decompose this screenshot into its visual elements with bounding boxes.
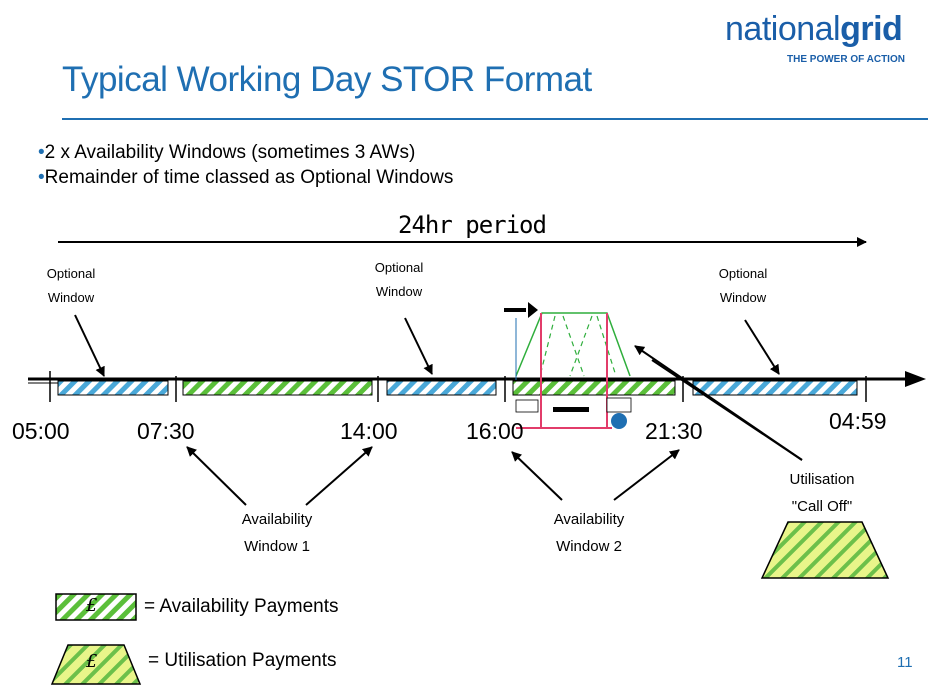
legend-utilisation-pound-symbol: £	[86, 651, 98, 672]
time-label-1400: 14:00	[340, 418, 398, 444]
legend-availability-pound-symbol: £	[86, 595, 98, 616]
logo-text-national: national	[725, 10, 841, 48]
optional-window-label-1: Optional Window	[46, 266, 96, 305]
legend-availability-swatch	[55, 593, 137, 621]
legend-utilisation-swatch	[50, 644, 142, 685]
bullet-optional-windows: •Remainder of time classed as Optional W…	[38, 167, 453, 189]
optional-window-bar-2	[386, 380, 497, 396]
optional-window-bar-1	[57, 380, 169, 396]
availability-window-1-label: Availability Window 1	[241, 511, 313, 555]
availability-window-2-label: Availability Window 2	[553, 511, 625, 555]
bullet-text-1: 2 x Availability Windows (sometimes 3 AW…	[44, 142, 416, 163]
call-off-profile	[504, 302, 632, 429]
page-title: Typical Working Day STOR Format	[62, 60, 592, 99]
time-label-1600: 16:00	[466, 418, 524, 444]
optional-window-label-2: Optional Window	[374, 260, 424, 299]
national-grid-logo: nationalgrid	[725, 10, 903, 49]
availability-window-bar-1	[182, 380, 373, 396]
timeline-ticks	[49, 371, 867, 402]
time-label-0459: 04:59	[829, 408, 887, 434]
period-label: 24hr period	[398, 211, 547, 239]
optional-window-bar-3	[692, 380, 858, 396]
optional-window-label-3: Optional Window	[718, 266, 768, 305]
utilisation-call-off-label: Utilisation "Call Off"	[789, 471, 855, 515]
time-label-0500: 05:00	[12, 418, 70, 444]
timeline-arrowhead	[905, 371, 926, 387]
legend-availability-label: = Availability Payments	[144, 596, 339, 617]
logo-tagline: THE POWER OF ACTION	[787, 54, 905, 65]
page-number: 11	[897, 654, 913, 671]
bullet-text-2: Remainder of time classed as Optional Wi…	[44, 167, 454, 188]
legend-utilisation-label: = Utilisation Payments	[148, 650, 337, 671]
annotation-arrows	[74, 314, 803, 506]
bullet-dot: •	[38, 142, 45, 163]
bullet-dot: •	[38, 167, 45, 188]
availability-window-bar-2	[512, 380, 676, 396]
time-label-0730: 07:30	[137, 418, 195, 444]
logo-text-grid: grid	[840, 10, 903, 48]
title-divider	[62, 118, 928, 120]
time-label-2130: 21:30	[645, 418, 703, 444]
bullet-availability-windows: •2 x Availability Windows (sometimes 3 A…	[38, 142, 415, 164]
utilisation-call-off-shape	[760, 521, 890, 579]
